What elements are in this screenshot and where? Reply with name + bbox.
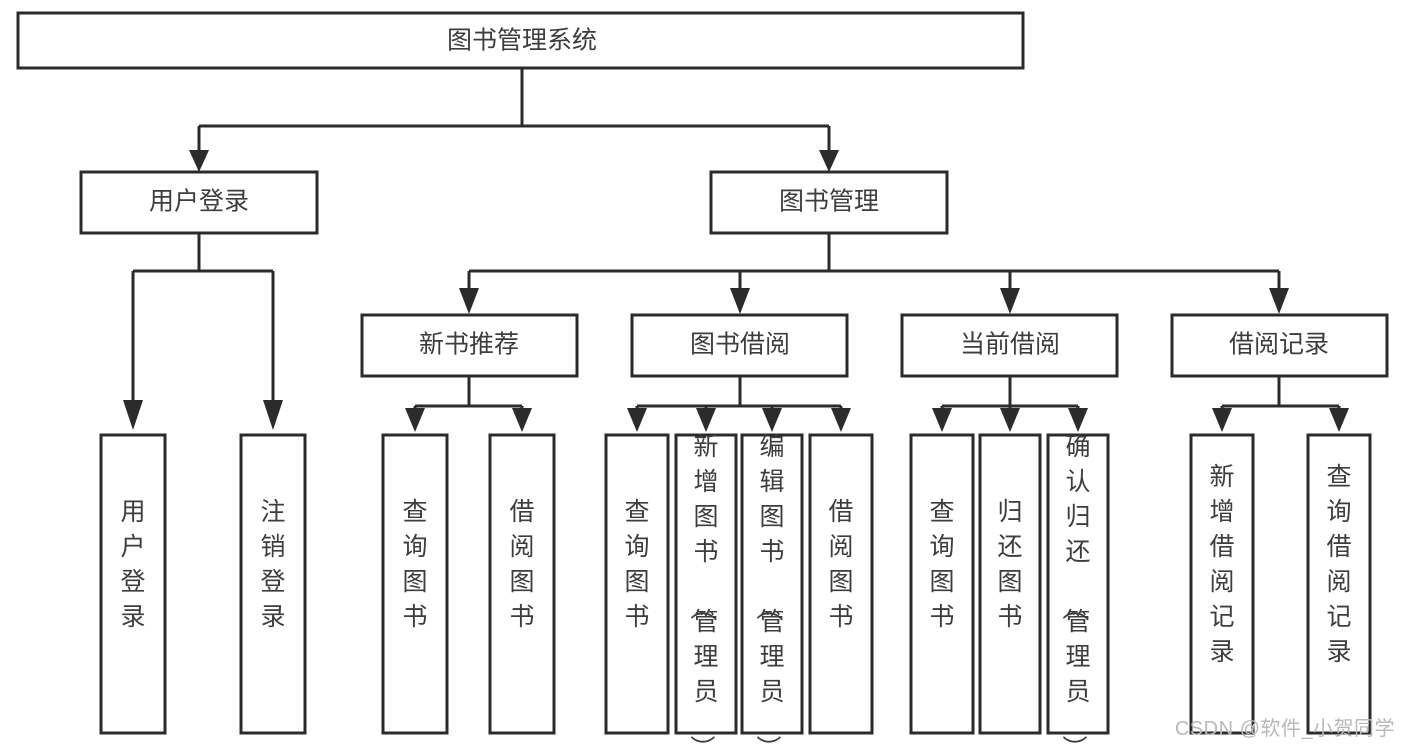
node-borrow-record-box[interactable] (1170, 313, 1389, 378)
leaf-node[interactable]: 用户登录 (99, 433, 167, 735)
leaf-logout-box[interactable] (239, 433, 307, 735)
node-root-box[interactable] (16, 11, 1025, 70)
node-book-management[interactable]: 图书管理 (709, 170, 949, 235)
leaf-borrowrecord-query-label: 查询借阅记录 (1326, 463, 1351, 666)
leaf-newbook-borrow-label: 借阅图书 (509, 498, 534, 631)
leaf-currentborrow-return-label: 归还图书 (997, 498, 1022, 631)
arrow-head-bookmgmt (819, 150, 839, 172)
leaf-node[interactable]: 查询图书 (604, 433, 670, 735)
node-book-management-box[interactable] (709, 170, 949, 235)
node-book-management-label: 图书管理 (779, 188, 879, 216)
arrow-head-currentborrow-leaf-1 (932, 408, 952, 432)
arrow-head-newbook-leaf-2 (512, 408, 532, 432)
arrow-head-leaf-logout (263, 400, 283, 430)
node-borrow-record[interactable]: 借阅记录 (1170, 313, 1389, 378)
leaf-newbook-query-box[interactable] (381, 433, 449, 735)
connector-layer (123, 68, 1349, 432)
leaf-node[interactable]: 注销登录 (239, 433, 307, 735)
arrow-head-newbook-leaf-1 (405, 408, 425, 432)
node-root-label: 图书管理系统 (447, 27, 597, 55)
leaf-bookborrow-add-box[interactable] (674, 433, 738, 735)
leaf-currentborrow-query-label: 查询图书 (929, 498, 954, 631)
leaf-node[interactable]: 借阅图书 (488, 433, 556, 735)
node-borrow-record-label: 借阅记录 (1229, 331, 1329, 359)
node-user-login[interactable]: 用户登录 (79, 170, 319, 235)
node-new-book-recommend[interactable]: 新书推荐 (360, 313, 579, 378)
leaf-borrowrecord-add-label: 新增借阅记录 (1209, 463, 1234, 666)
leaf-bookborrow-edit-label: 编辑图书（管理员） (753, 433, 784, 747)
arrow-head-currentborrow-leaf-3 (1068, 408, 1088, 432)
leaf-node[interactable]: 借阅图书 (808, 433, 874, 735)
node-book-borrow-label: 图书借阅 (690, 331, 790, 359)
node-new-book-recommend-box[interactable] (360, 313, 579, 378)
node-book-borrow[interactable]: 图书借阅 (630, 313, 849, 378)
leaf-node[interactable]: 查询图书 (381, 433, 449, 735)
leaf-borrowrecord-add-box[interactable] (1189, 433, 1255, 735)
leaf-node[interactable]: 确认归还（管理员） (1046, 433, 1110, 747)
arrow-head-currentborrow-leaf-2 (1000, 408, 1020, 432)
node-new-book-recommend-label: 新书推荐 (419, 331, 519, 359)
leaf-newbook-borrow-box[interactable] (488, 433, 556, 735)
leaf-bookborrow-query-label: 查询图书 (624, 498, 649, 631)
leaf-user-login-label: 用户登录 (120, 498, 145, 631)
arrow-head-bookborrow (730, 288, 750, 314)
leaf-bookborrow-query-box[interactable] (604, 433, 670, 735)
arrow-head-bookborrow-leaf-2 (696, 408, 716, 432)
leaf-node[interactable]: 新增借阅记录 (1189, 433, 1255, 735)
leaf-currentborrow-confirm-label: 确认归还（管理员） (1059, 433, 1090, 747)
node-current-borrow[interactable]: 当前借阅 (900, 313, 1119, 378)
leaf-newbook-query-label: 查询图书 (402, 498, 427, 631)
leaf-currentborrow-return-box[interactable] (978, 433, 1042, 735)
leaf-currentborrow-confirm-box[interactable] (1046, 433, 1110, 735)
node-book-borrow-box[interactable] (630, 313, 849, 378)
arrow-head-currentborrow (1000, 288, 1020, 314)
arrow-head-borrowrecord (1269, 288, 1289, 314)
arrow-head-bookborrow-leaf-4 (831, 408, 851, 432)
leaf-node[interactable]: 归还图书 (978, 433, 1042, 735)
node-current-borrow-box[interactable] (900, 313, 1119, 378)
leaf-logout-label: 注销登录 (260, 498, 285, 631)
csdn-watermark: CSDN @软件_小贺同学 (1174, 718, 1395, 740)
leaf-bookborrow-borrow-label: 借阅图书 (828, 498, 853, 631)
leaf-node[interactable]: 查询图书 (909, 433, 975, 735)
leaf-bookborrow-borrow-box[interactable] (808, 433, 874, 735)
leaf-bookborrow-add-label: 新增图书（管理员） (687, 433, 718, 747)
arrow-head-newbook (459, 288, 479, 314)
leaf-node[interactable]: 新增图书（管理员） (674, 433, 738, 747)
node-user-login-label: 用户登录 (149, 188, 249, 216)
leaf-node[interactable]: 编辑图书（管理员） (740, 433, 804, 747)
leaf-currentborrow-query-box[interactable] (909, 433, 975, 735)
node-current-borrow-label: 当前借阅 (960, 331, 1060, 359)
arrow-head-bookborrow-leaf-3 (762, 408, 782, 432)
arrow-head-borrowrecord-leaf-1 (1212, 408, 1232, 432)
arrow-head-borrowrecord-leaf-2 (1329, 408, 1349, 432)
leaf-borrowrecord-query-box[interactable] (1306, 433, 1372, 735)
node-root[interactable]: 图书管理系统 (16, 11, 1025, 70)
arrow-head-leaf-user-login (123, 400, 143, 430)
leaf-user-login-box[interactable] (99, 433, 167, 735)
arrow-head-userlogin (189, 150, 209, 172)
arrow-head-bookborrow-leaf-1 (627, 408, 647, 432)
node-user-login-box[interactable] (79, 170, 319, 235)
leaf-node[interactable]: 查询借阅记录 (1306, 433, 1372, 735)
leaf-bookborrow-edit-box[interactable] (740, 433, 804, 735)
